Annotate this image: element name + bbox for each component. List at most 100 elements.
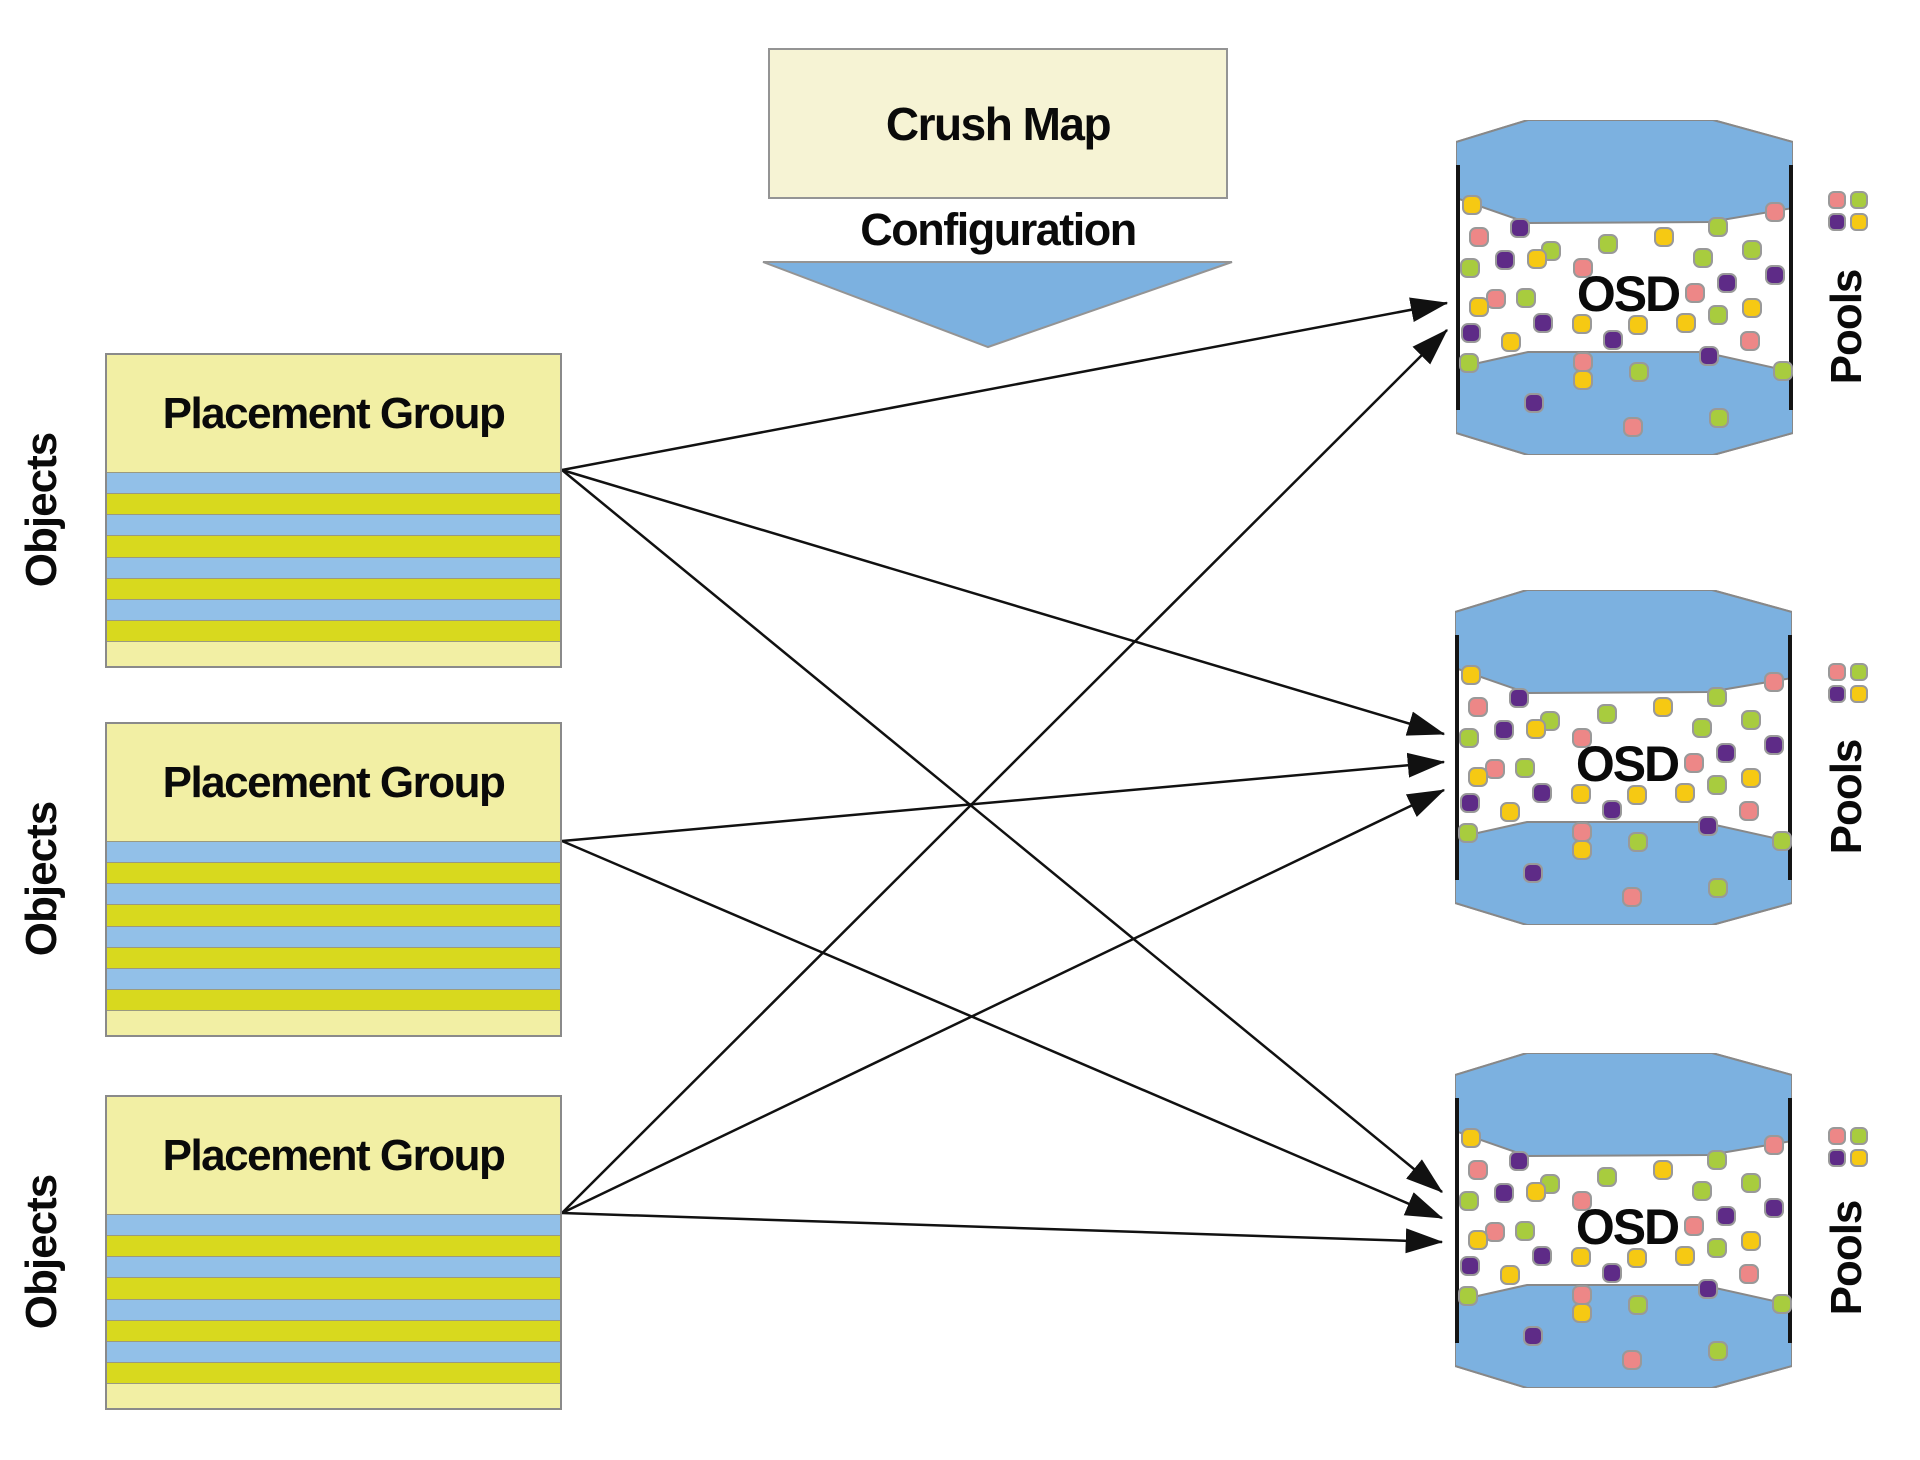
- object-dot-salmon: [1486, 289, 1506, 309]
- pool-legend-3: [1828, 1127, 1872, 1167]
- object-dot-green: [1707, 1150, 1727, 1170]
- arrow-pg3-to-osd1: [561, 329, 1448, 1214]
- object-dot-salmon: [1764, 1135, 1784, 1155]
- object-dot-purple: [1509, 688, 1529, 708]
- object-dot-green: [1515, 1221, 1535, 1241]
- object-stripe-blue: [107, 598, 560, 620]
- object-dot-purple: [1716, 743, 1736, 763]
- placement-group-box-3: Placement Group: [105, 1095, 562, 1410]
- object-dot-salmon: [1739, 1264, 1759, 1284]
- object-dot-green: [1629, 362, 1649, 382]
- placement-group-box-2: Placement Group: [105, 722, 562, 1037]
- object-dot-green: [1707, 775, 1727, 795]
- object-dot-green: [1709, 408, 1729, 428]
- object-dot-purple: [1510, 218, 1530, 238]
- object-dot-salmon: [1764, 672, 1784, 692]
- placement-group-label: Placement Group: [162, 388, 506, 438]
- object-dot-salmon: [1684, 753, 1704, 773]
- osd-label: OSD: [1576, 736, 1679, 792]
- configuration-label: Configuration: [860, 204, 1137, 255]
- object-dot-purple: [1602, 800, 1622, 820]
- object-dot-purple: [1716, 1206, 1736, 1226]
- object-dot-salmon: [1468, 697, 1488, 717]
- object-stripe-blue: [107, 556, 560, 578]
- object-dot-yellow: [1468, 1230, 1488, 1250]
- object-dot-green: [1692, 718, 1712, 738]
- pool-dot-salmon: [1828, 191, 1846, 209]
- object-dot-yellow: [1653, 1160, 1673, 1180]
- object-dot-green: [1460, 258, 1480, 278]
- object-dot-yellow: [1500, 802, 1520, 822]
- osd-top-cap: [1455, 1053, 1792, 1158]
- arrow-pg1-to-osd3: [561, 469, 1443, 1193]
- object-dot-green: [1458, 823, 1478, 843]
- object-stripe-chartreuse: [107, 1277, 560, 1299]
- object-dot-salmon: [1765, 202, 1785, 222]
- object-dot-purple: [1717, 273, 1737, 293]
- objects-label-2: Objects: [17, 801, 66, 957]
- crush-map-box: Crush Map: [768, 48, 1228, 199]
- pool-dot-salmon: [1828, 1127, 1846, 1145]
- object-dot-salmon: [1622, 887, 1642, 907]
- object-stripe-chartreuse: [107, 1361, 560, 1383]
- object-dot-yellow: [1627, 785, 1647, 805]
- object-dot-green: [1772, 831, 1792, 851]
- placement-group-box-1: Placement Group: [105, 353, 562, 668]
- osd-barrel-1: OSD: [1456, 120, 1793, 455]
- object-dot-green: [1773, 361, 1793, 381]
- object-dot-salmon: [1622, 1350, 1642, 1370]
- object-dot-yellow: [1571, 1247, 1591, 1267]
- object-dot-green: [1459, 728, 1479, 748]
- osd-bottom-cap: [1455, 821, 1792, 925]
- object-stripes: [107, 472, 560, 641]
- object-dot-purple: [1523, 863, 1543, 883]
- object-dot-purple: [1494, 720, 1514, 740]
- pool-dot-green: [1850, 663, 1868, 681]
- object-dot-purple: [1698, 816, 1718, 836]
- object-dot-purple: [1533, 313, 1553, 333]
- object-dot-purple: [1460, 1256, 1480, 1276]
- object-stripe-chartreuse: [107, 946, 560, 968]
- object-dot-yellow: [1468, 767, 1488, 787]
- object-dot-green: [1459, 1191, 1479, 1211]
- object-dot-green: [1692, 1181, 1712, 1201]
- pool-dot-purple: [1828, 685, 1846, 703]
- object-dot-green: [1458, 1286, 1478, 1306]
- object-dot-yellow: [1573, 370, 1593, 390]
- pool-legend-2: [1828, 663, 1872, 703]
- object-dot-yellow: [1461, 1128, 1481, 1148]
- object-stripe-blue: [107, 1340, 560, 1362]
- object-stripe-blue: [107, 514, 560, 536]
- placement-group-footer: [107, 641, 560, 666]
- object-dot-green: [1628, 832, 1648, 852]
- object-dot-yellow: [1501, 332, 1521, 352]
- object-dot-yellow: [1675, 783, 1695, 803]
- placement-group-footer: [107, 1383, 560, 1408]
- object-dot-yellow: [1654, 227, 1674, 247]
- pool-legend-1: [1828, 191, 1872, 231]
- object-dot-purple: [1494, 1183, 1514, 1203]
- placement-group-header: Placement Group: [107, 355, 560, 472]
- object-dot-green: [1707, 687, 1727, 707]
- arrow-lines: [561, 297, 1449, 1254]
- osd-bottom-cap: [1455, 1284, 1792, 1388]
- object-dot-salmon: [1623, 417, 1643, 437]
- pools-label-3: Pools: [1822, 1200, 1871, 1316]
- object-dot-yellow: [1527, 249, 1547, 269]
- object-dot-yellow: [1461, 665, 1481, 685]
- object-dot-salmon: [1684, 1216, 1704, 1236]
- object-dot-yellow: [1627, 1248, 1647, 1268]
- object-dot-purple: [1460, 793, 1480, 813]
- object-stripe-blue: [107, 1214, 560, 1236]
- osd-object-dots: [1459, 195, 1793, 437]
- object-dot-green: [1707, 1238, 1727, 1258]
- osd-label: OSD: [1576, 1199, 1679, 1255]
- pool-dot-green: [1850, 191, 1868, 209]
- placement-group-footer: [107, 1010, 560, 1035]
- object-dot-salmon: [1485, 1222, 1505, 1242]
- object-dot-yellow: [1741, 768, 1761, 788]
- object-dot-purple: [1461, 323, 1481, 343]
- object-dot-green: [1597, 704, 1617, 724]
- object-stripe-chartreuse: [107, 904, 560, 926]
- object-dot-salmon: [1572, 822, 1592, 842]
